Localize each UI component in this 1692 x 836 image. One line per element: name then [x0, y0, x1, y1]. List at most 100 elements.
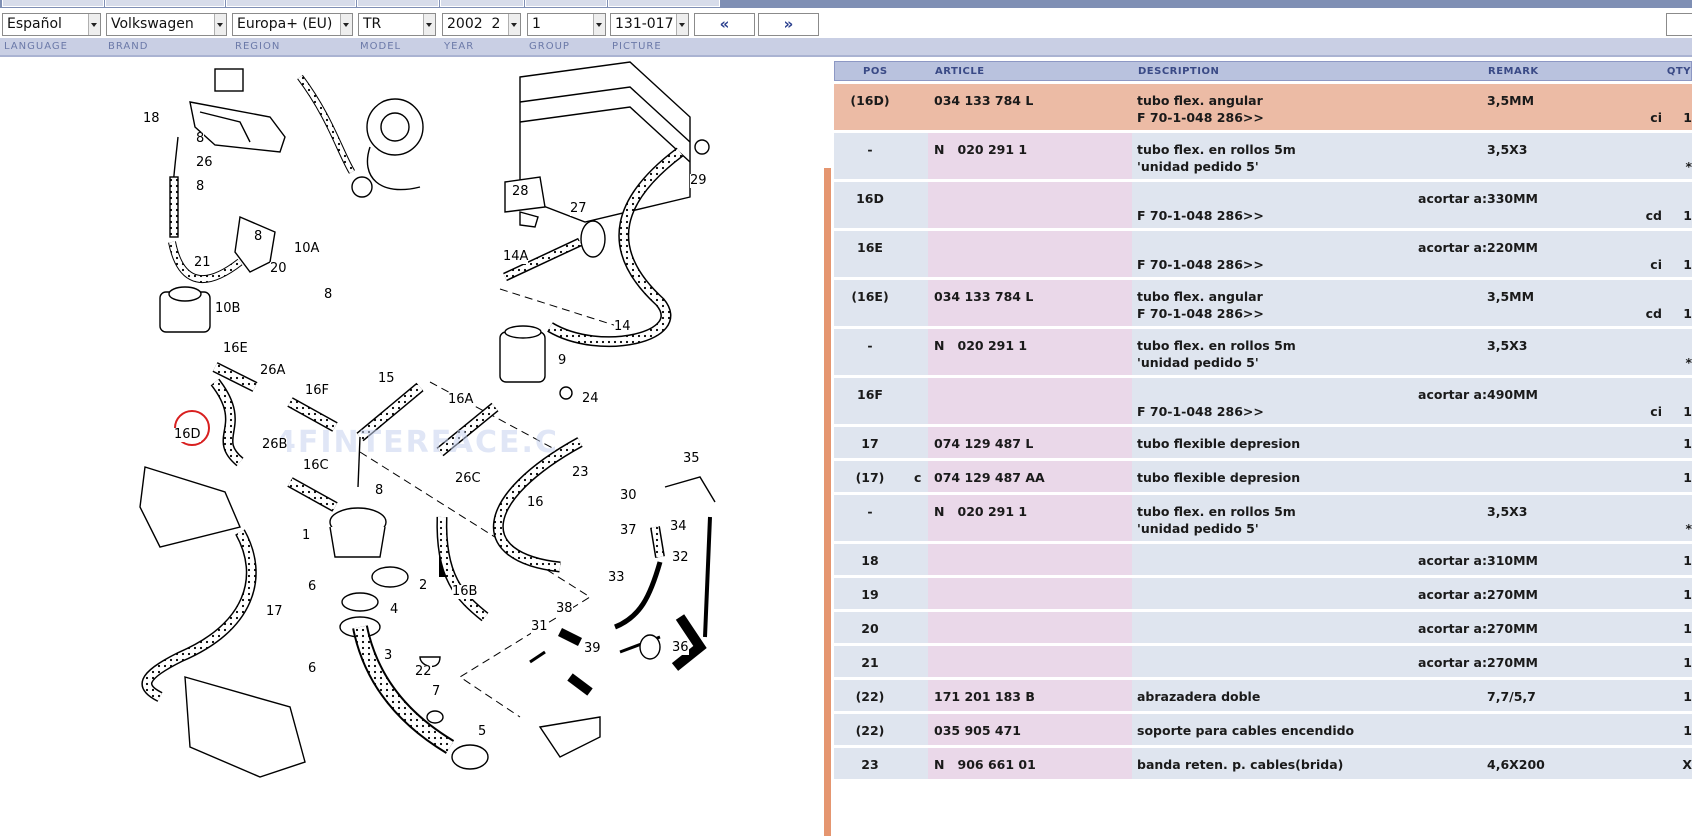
diagram-callout[interactable]: 15: [378, 371, 395, 386]
diagram-callout[interactable]: 20: [270, 261, 287, 276]
diagram-callout[interactable]: 22: [415, 664, 432, 679]
article-cell[interactable]: 171 201 183 B: [934, 689, 1035, 704]
article-cell[interactable]: 034 133 784 L: [934, 289, 1034, 304]
diagram-callout[interactable]: 16: [527, 495, 544, 510]
diagram-callout[interactable]: 8: [196, 179, 205, 194]
diagram-callout[interactable]: 16D: [174, 427, 201, 442]
diagram-callout[interactable]: 16A: [448, 392, 474, 407]
diagram-callout[interactable]: 33: [608, 570, 625, 585]
top-tab[interactable]: [105, 0, 225, 7]
diagram-callout[interactable]: 8: [324, 287, 333, 302]
diagram-callout[interactable]: 38: [556, 601, 573, 616]
diagram-callout[interactable]: 10A: [294, 241, 320, 256]
region-select[interactable]: Europa+ (EU): [232, 13, 353, 36]
diagram-callout[interactable]: 9: [558, 353, 567, 368]
diagram-callout[interactable]: 16E: [223, 341, 248, 356]
diagram-callout[interactable]: 35: [683, 451, 700, 466]
article-cell-bg: [928, 231, 1132, 277]
diagram-callout[interactable]: 27: [570, 201, 587, 216]
picture-select[interactable]: 131-017: [610, 13, 689, 36]
qty-cell: 1: [1683, 436, 1692, 451]
diagram-callout[interactable]: 26B: [262, 437, 288, 452]
article-cell[interactable]: N 020 291 1: [934, 504, 1028, 519]
diagram-callout[interactable]: 6: [308, 579, 317, 594]
brand-select[interactable]: Volkswagen: [106, 13, 227, 36]
diagram-callout[interactable]: 36: [672, 640, 689, 655]
diagram-callout[interactable]: 5: [478, 724, 487, 739]
top-tab[interactable]: [226, 0, 356, 7]
article-cell[interactable]: N 020 291 1: [934, 338, 1028, 353]
top-tab[interactable]: [440, 0, 524, 7]
diagram-callout[interactable]: 16F: [305, 383, 330, 398]
diagram-callout[interactable]: 34: [670, 519, 687, 534]
article-cell[interactable]: N 906 661 01: [934, 757, 1036, 772]
diagram-callout[interactable]: 21: [194, 255, 211, 270]
diagram-callout[interactable]: 32: [672, 550, 689, 565]
panel-divider[interactable]: [824, 168, 831, 836]
diagram-callout[interactable]: 10B: [215, 301, 241, 316]
next-picture-button[interactable]: »: [758, 13, 819, 36]
model-select[interactable]: TR: [358, 13, 436, 36]
diagram-callout[interactable]: 39: [584, 641, 601, 656]
article-cell[interactable]: 035 905 471: [934, 723, 1021, 738]
diagram-callout[interactable]: 4: [390, 602, 399, 617]
article-cell[interactable]: 074 129 487 AA: [934, 470, 1045, 485]
diagram-callout[interactable]: 6: [308, 661, 317, 676]
diagram-callout[interactable]: 31: [531, 619, 548, 634]
diagram-callout[interactable]: 23: [572, 465, 589, 480]
top-tab[interactable]: [357, 0, 439, 7]
description-line2-cell: 'unidad pedido 5': [1137, 355, 1259, 370]
diagram-callout[interactable]: 7: [432, 684, 441, 699]
diagram-callout[interactable]: 18: [143, 111, 160, 126]
year-select[interactable]: 2002 2: [442, 13, 521, 36]
top-tab[interactable]: [608, 0, 720, 7]
diagram-callout[interactable]: 37: [620, 523, 637, 538]
diagram-callout[interactable]: 1: [302, 528, 311, 543]
diagram-callout[interactable]: 28: [512, 184, 529, 199]
diagram-callout[interactable]: 26C: [455, 471, 481, 486]
language-select[interactable]: Español: [2, 13, 101, 36]
prev-picture-button[interactable]: «: [694, 13, 755, 36]
diagram-callout[interactable]: 8: [254, 229, 263, 244]
diagram-callout[interactable]: 8: [375, 483, 384, 498]
diagram-callout[interactable]: 30: [620, 488, 637, 503]
diagram-callout[interactable]: 24: [582, 391, 599, 406]
group-select[interactable]: 1: [527, 13, 606, 36]
diagram-callout[interactable]: 3: [384, 648, 393, 663]
top-tab[interactable]: [2, 0, 104, 7]
article-cell[interactable]: 034 133 784 L: [934, 93, 1034, 108]
article-cell[interactable]: 074 129 487 L: [934, 436, 1034, 451]
article-cell[interactable]: N 020 291 1: [934, 142, 1028, 157]
diagram-callout[interactable]: 14A: [503, 249, 529, 264]
chevron-down-icon: [214, 14, 226, 35]
diagram-callout[interactable]: 2: [419, 578, 428, 593]
diagram-callout[interactable]: 14: [614, 319, 631, 334]
diagram-callout[interactable]: 8: [196, 131, 205, 146]
top-tab[interactable]: [525, 0, 607, 7]
diagram-callout[interactable]: 16B: [452, 584, 478, 599]
diagram-callout[interactable]: 26A: [260, 363, 286, 378]
right-edge-select[interactable]: [1666, 13, 1692, 36]
diagram-callout[interactable]: 16C: [303, 458, 329, 473]
diagram-callout[interactable]: 26: [196, 155, 213, 170]
diagram-callout[interactable]: 17: [266, 604, 283, 619]
diagram-callout[interactable]: 29: [690, 173, 707, 188]
